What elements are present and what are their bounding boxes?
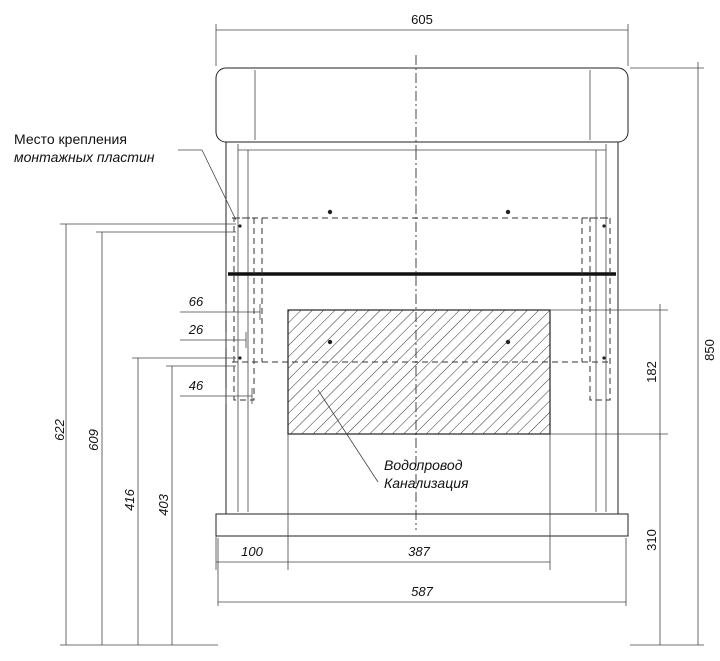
dim-bottom-opening: 100 387 bbox=[215, 434, 551, 570]
pipe-opening-zone bbox=[287, 309, 551, 435]
dim-46-label: 46 bbox=[189, 378, 204, 393]
dim-403: 403 bbox=[156, 365, 236, 645]
dim-66-label: 66 bbox=[189, 294, 204, 309]
dim-403-label: 403 bbox=[156, 493, 171, 515]
dim-587: 587 bbox=[217, 538, 627, 606]
dim-26-label: 26 bbox=[188, 322, 204, 337]
dim-605: 605 bbox=[215, 12, 629, 66]
dim-622: 622 bbox=[52, 223, 236, 646]
dim-100-label: 100 bbox=[241, 544, 263, 559]
dim-46: 46 bbox=[180, 378, 253, 404]
mounting-note: Место крепления монтажных пластин bbox=[14, 131, 237, 221]
dim-387-label: 387 bbox=[408, 544, 430, 559]
dim-416-label: 416 bbox=[122, 488, 137, 510]
dim-66: 66 bbox=[180, 294, 261, 320]
dim-622-label: 622 bbox=[52, 418, 67, 440]
mounting-note-line1: Место крепления bbox=[14, 131, 127, 147]
dim-609: 609 bbox=[86, 231, 236, 645]
pipe-note-line1: Водопровод bbox=[384, 457, 463, 473]
dim-850-label: 850 bbox=[702, 339, 717, 361]
mounting-note-line2: монтажных пластин bbox=[14, 149, 155, 165]
cabinet-body bbox=[215, 141, 629, 537]
dim-182: 182 bbox=[550, 304, 668, 440]
dim-26: 26 bbox=[180, 322, 247, 348]
pipe-note: Водопровод Канализация bbox=[317, 389, 469, 491]
countertop bbox=[215, 55, 629, 150]
dim-609-label: 609 bbox=[86, 429, 101, 451]
dim-587-label: 587 bbox=[411, 584, 433, 599]
dim-310-label: 310 bbox=[644, 529, 659, 551]
dim-310: 310 bbox=[644, 434, 661, 645]
pipe-note-line2: Канализация bbox=[384, 475, 469, 491]
dim-850: 850 bbox=[630, 62, 717, 646]
dim-416: 416 bbox=[122, 357, 236, 645]
dim-605-label: 605 bbox=[411, 12, 433, 27]
dim-182-label: 182 bbox=[644, 361, 659, 383]
